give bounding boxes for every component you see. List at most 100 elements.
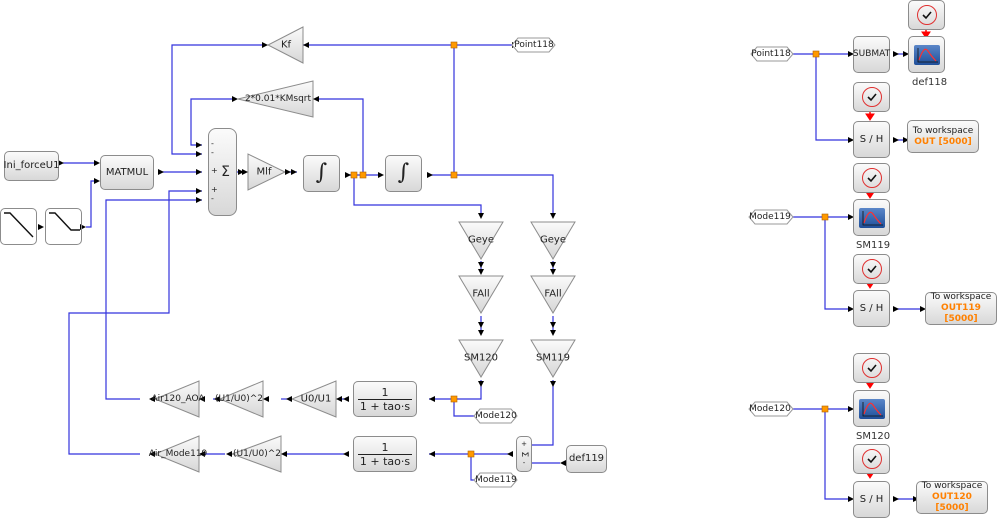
event-arrow (865, 113, 875, 121)
sum2-sign-minus: - (522, 459, 526, 468)
scope-def118-block[interactable] (908, 36, 945, 73)
split-point (812, 50, 820, 58)
from-point118[interactable] (750, 46, 794, 62)
integrator-1-block[interactable]: ∫ (303, 155, 340, 192)
fraction-bar (358, 453, 412, 455)
link[interactable] (530, 380, 554, 446)
goto-mode119[interactable] (473, 472, 518, 488)
sum2-symbol: Σ (519, 451, 530, 457)
damping-label: 2*0.01*KMsqrt (244, 94, 312, 104)
u0u1-label: U0/U1 (300, 393, 332, 405)
tf-bottom-numerator: 1 (381, 440, 389, 454)
scope-sm119-label: SM119 (856, 240, 891, 251)
def119-label: def119 (568, 453, 605, 464)
matmul-block[interactable]: MATMUL (100, 155, 154, 190)
from-mode120-label: Mode120 (749, 404, 791, 414)
from-mode120[interactable] (748, 401, 794, 417)
gain-sm120-block[interactable] (458, 339, 504, 378)
scope-icon (858, 398, 885, 419)
gain-geye-right-block[interactable] (530, 221, 576, 260)
to-workspace-out119-block[interactable]: To workspace OUT119 [5000] (925, 292, 997, 325)
scope-def118-label: def118 (912, 77, 948, 88)
split-point (821, 213, 829, 221)
clock-block-5[interactable] (853, 353, 890, 383)
sample-hold-block-1[interactable]: S / H (853, 121, 890, 158)
to-workspace-title: To workspace (912, 125, 974, 136)
sample-hold-label: S / H (859, 302, 884, 314)
matmul-label: MATMUL (105, 166, 149, 178)
clock-icon (861, 168, 882, 188)
to-workspace-var: OUT120 [5000] (932, 492, 972, 513)
ini-force-label: Ini_forceU1 (3, 160, 60, 171)
scope-sm120-label: SM120 (856, 431, 891, 442)
from-point118-label: Point118 (751, 49, 791, 59)
goto-mode120[interactable] (473, 408, 518, 424)
link[interactable] (171, 44, 263, 155)
to-workspace-out-block[interactable]: To workspace OUT [5000] (907, 120, 979, 153)
sum-block[interactable]: Σ (208, 128, 237, 216)
link[interactable] (824, 409, 848, 500)
gain-fall-left-block[interactable] (458, 275, 504, 314)
split-point (450, 41, 458, 49)
link[interactable] (86, 180, 94, 228)
sample-hold-label: S / H (859, 133, 884, 145)
sample-hold-block-3[interactable]: S / H (853, 481, 890, 518)
clock-block-6[interactable] (853, 444, 890, 474)
gain-geye-left-block[interactable] (458, 221, 504, 260)
sq-bottom-label: (U1/U0)^2 (233, 449, 281, 459)
clock-block-4[interactable] (853, 254, 890, 284)
mlf-label: Mlf (256, 166, 272, 178)
from-mode119[interactable] (748, 209, 794, 225)
integrator-2-block[interactable]: ∫ (385, 155, 422, 192)
submat-block[interactable]: SUBMAT (853, 36, 890, 73)
scope-sm119-block[interactable] (853, 199, 890, 236)
to-workspace-title: To workspace (921, 481, 983, 492)
to-workspace-out120-block[interactable]: To workspace OUT120 [5000] (916, 481, 988, 514)
goto-point118[interactable] (511, 37, 556, 53)
split-points (350, 41, 829, 458)
link[interactable] (427, 174, 554, 213)
to-workspace-var: OUT [5000] (914, 136, 972, 147)
def119-const-block[interactable]: def119 (566, 445, 607, 473)
link[interactable] (453, 399, 474, 417)
ports (38, 42, 926, 502)
sum-sign-4: + (211, 185, 218, 194)
link[interactable] (105, 199, 202, 400)
event-arrow (921, 31, 931, 39)
link[interactable] (824, 217, 848, 310)
sum2-block[interactable]: + Σ - (516, 436, 532, 472)
scope-sm120-block[interactable] (853, 390, 890, 427)
split-point (350, 171, 358, 179)
saturation-block[interactable] (45, 208, 82, 245)
clock-icon (861, 358, 882, 378)
tf-top-numerator: 1 (381, 385, 389, 399)
ramp-icon (4, 212, 34, 238)
split-point (450, 171, 458, 179)
gain-sm119-block[interactable] (530, 339, 576, 378)
clock-block-1[interactable] (908, 0, 945, 30)
scope-icon (858, 207, 885, 228)
link[interactable] (353, 175, 482, 213)
link[interactable] (68, 190, 202, 455)
fraction-bar (358, 398, 412, 400)
link[interactable] (316, 98, 364, 175)
gain-fall-right-block[interactable] (530, 275, 576, 314)
sum-sign-5: - (211, 194, 214, 203)
clock-block-2[interactable] (853, 82, 890, 112)
right-links (793, 53, 920, 500)
clock-icon (861, 449, 882, 469)
transfer-function-bottom-block[interactable]: 1 1 + tao·s (353, 436, 417, 472)
ramp-block[interactable] (0, 208, 37, 245)
clock-icon (861, 259, 882, 279)
sum-sign-3: + (211, 166, 218, 175)
link[interactable] (470, 454, 474, 481)
saturation-ramp-icon (49, 212, 80, 231)
ini-force-block[interactable]: Ini_forceU1 (4, 151, 59, 181)
clock-icon (861, 87, 882, 107)
tf-top-denominator: 1 + tao·s (359, 399, 411, 413)
transfer-function-top-block[interactable]: 1 1 + tao·s (353, 381, 417, 417)
sample-hold-block-2[interactable]: S / H (853, 290, 890, 327)
split-point (450, 395, 458, 403)
link[interactable] (815, 54, 848, 141)
clock-block-3[interactable] (853, 163, 890, 193)
